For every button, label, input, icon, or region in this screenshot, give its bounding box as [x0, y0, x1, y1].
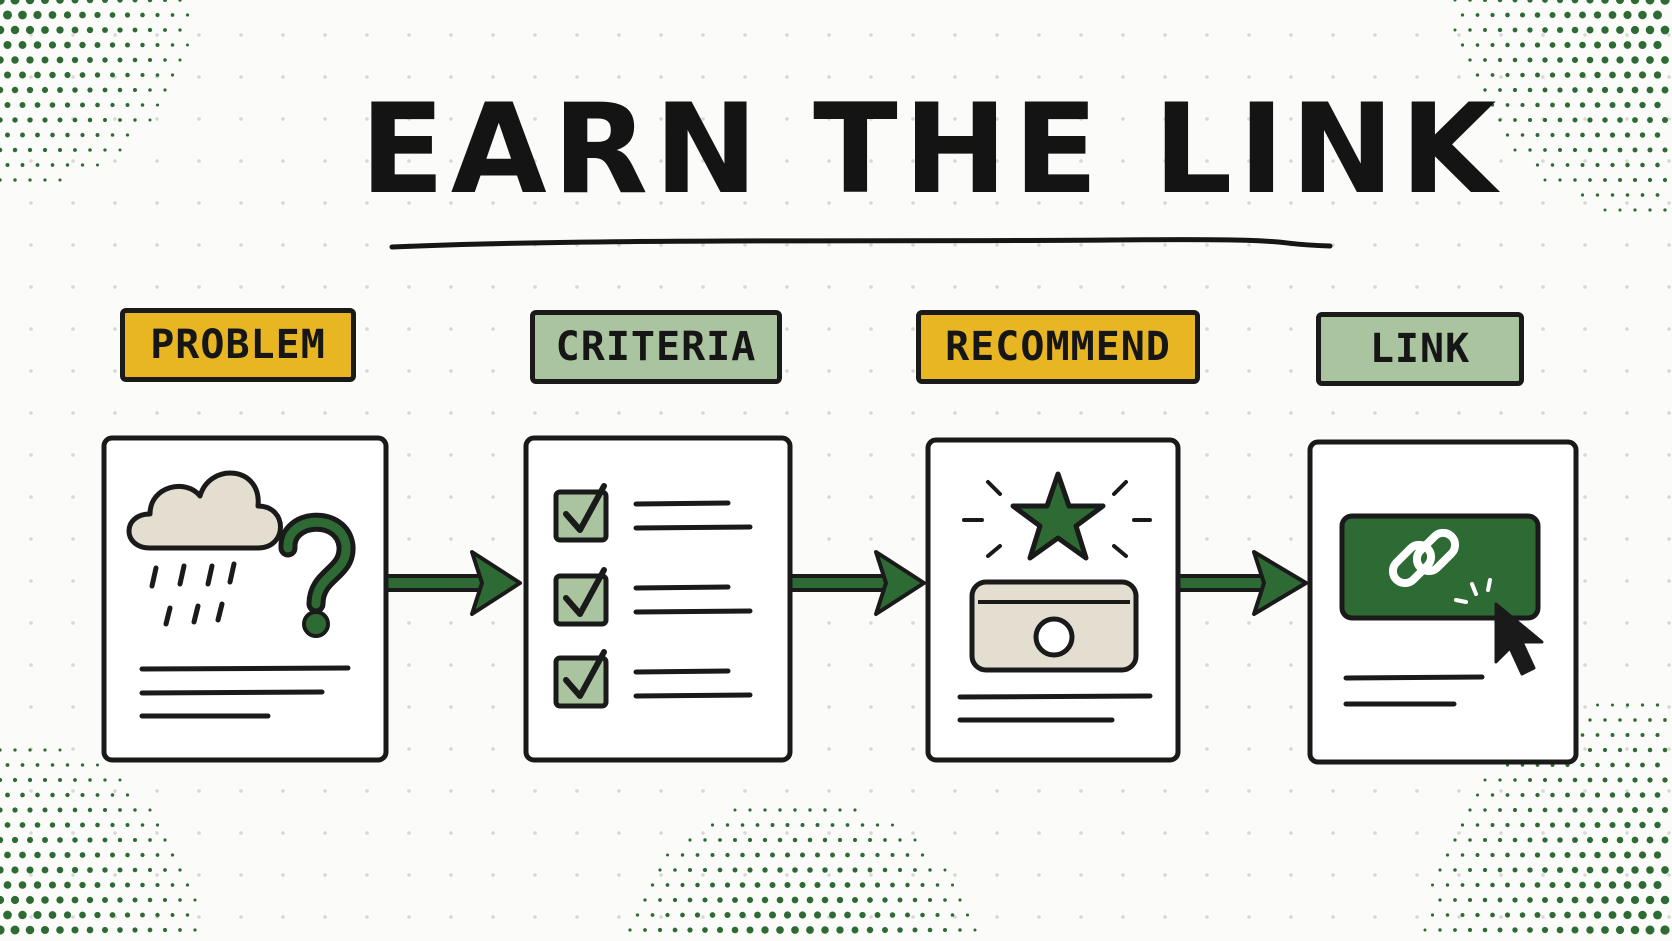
step-label-recommend: RECOMMEND — [916, 310, 1200, 384]
checkbox-checked-icon — [553, 483, 609, 543]
click-sparkle-lines — [1454, 578, 1492, 604]
step-card-problem — [101, 435, 389, 763]
flow-arrow-2 — [788, 550, 926, 616]
title-underline — [389, 237, 1333, 250]
flow-arrow-1 — [384, 550, 522, 616]
text-lines — [957, 693, 1153, 723]
step-label-link: LINK — [1316, 312, 1524, 386]
sparkle-lines — [962, 480, 1152, 558]
link-icon — [1388, 528, 1460, 588]
cursor-icon — [1494, 602, 1544, 676]
checkbox-checked-icon — [553, 649, 609, 709]
step-card-recommend — [925, 437, 1181, 763]
step-label-problem: PROBLEM — [120, 308, 356, 382]
rain-cloud-icon — [126, 470, 283, 627]
step-card-criteria — [523, 435, 793, 763]
star-icon — [1010, 471, 1106, 561]
flow-arrow-3 — [1176, 550, 1308, 616]
step-card-link — [1307, 439, 1579, 765]
text-lines — [633, 500, 753, 699]
question-mark-icon — [278, 512, 356, 638]
checkbox-checked-icon — [553, 567, 609, 627]
page-title: EARN THE LINK — [360, 78, 1503, 222]
product-box-icon — [969, 579, 1139, 673]
text-lines — [1343, 674, 1485, 707]
text-lines — [139, 665, 351, 719]
step-label-criteria: CRITERIA — [530, 310, 782, 384]
